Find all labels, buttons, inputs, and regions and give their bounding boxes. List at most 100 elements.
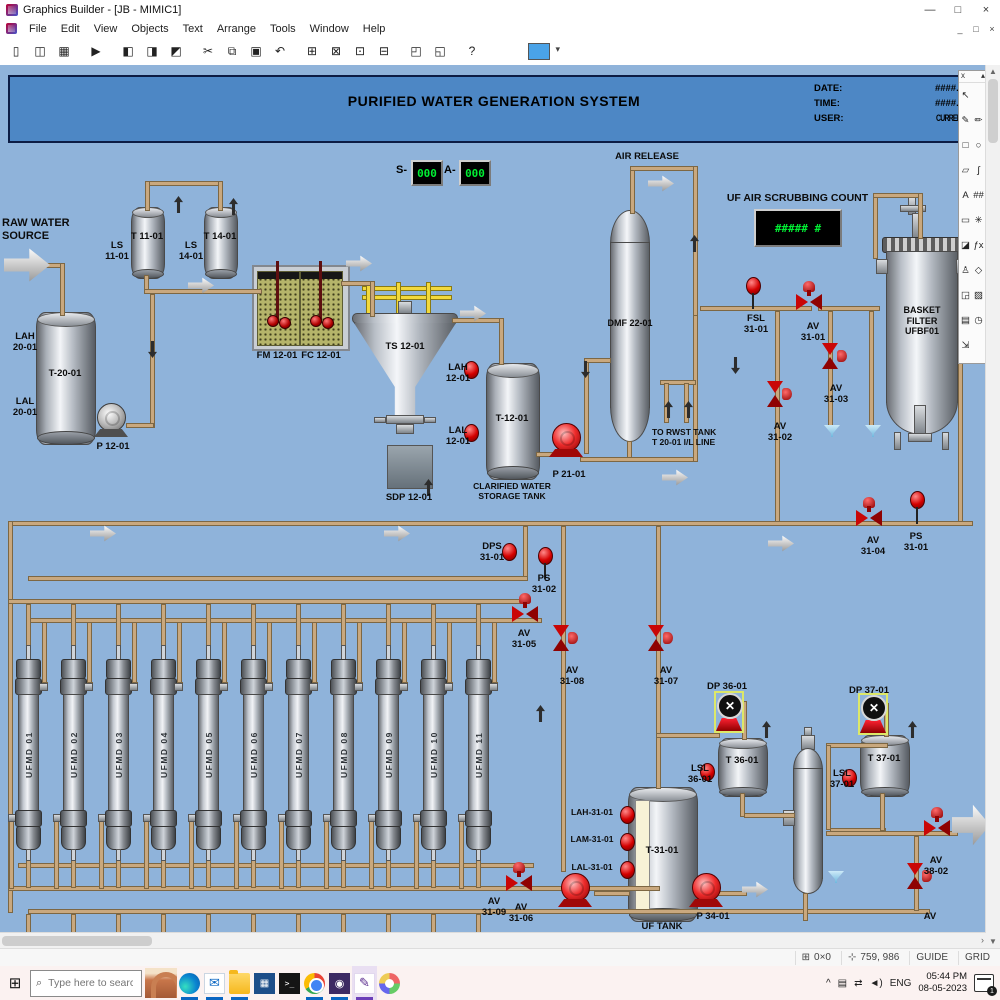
indicator-dps-31-01[interactable] [502,543,517,561]
indicator-ps-31-01[interactable] [910,491,925,524]
ungroup-icon[interactable]: ⊠ [330,44,342,58]
start-button[interactable]: ⊞ [8,975,22,992]
mdi-restore-button[interactable]: □ [973,23,979,34]
valve-av-38-02[interactable] [924,807,950,837]
new-icon[interactable]: ▯ [12,44,20,58]
horizontal-scrollbar[interactable]: › [0,932,986,949]
mdi-minimize-button[interactable]: _ [957,23,963,34]
run-icon[interactable]: ▶ [91,44,101,58]
valve-av-31-07[interactable] [643,625,673,651]
indicator-fsl-31-01[interactable] [746,277,761,309]
stamp-tool-icon[interactable]: ♙ [961,265,970,276]
rectangle-tool-icon[interactable]: □ [962,140,969,151]
tank-t-36-01[interactable] [718,738,768,797]
close-button[interactable]: × [982,4,990,16]
tank-t-14-01[interactable] [204,207,238,279]
tray-network-icon[interactable]: ⇄ [854,977,863,989]
taskbar-app-purple[interactable]: ◉ [327,966,352,1000]
tank-t-12-01[interactable] [486,363,540,480]
export-tool-icon[interactable]: ⇲ [961,340,970,351]
polygon-tool-icon[interactable]: ▱ [961,165,970,176]
indicator-lam-31-01[interactable] [620,833,635,851]
language-indicator[interactable]: ENG [889,977,912,989]
group-icon[interactable]: ⊞ [306,44,318,58]
taskbar-app-paint[interactable] [377,966,402,1000]
menu-tools[interactable]: Tools [269,22,296,35]
pump-p-12-01[interactable] [94,401,128,439]
palette-close-icon[interactable]: x [961,71,965,80]
send-back-icon[interactable]: ⊟ [378,44,390,58]
palette-pin-icon[interactable]: ▴ [980,71,985,80]
ellipse-tool-icon[interactable]: ○ [975,140,982,151]
taskbar-app-cmd[interactable]: >_ [277,966,302,1000]
dosing-pump-dp-37-01[interactable]: ✕ [860,695,887,733]
tank-t-20-01[interactable] [36,312,96,445]
grid-toggle[interactable]: GRID [958,950,996,965]
minimize-button[interactable]: — [924,4,936,16]
photo-thumbnail[interactable] [145,968,177,998]
button-tool-icon[interactable]: ◲ [961,290,970,301]
tray-volume-icon[interactable]: ◄) [869,977,883,989]
check-icon[interactable]: ◩ [170,44,182,58]
tank-t-11-01[interactable] [131,207,165,279]
build-icon[interactable]: ◧ [122,44,134,58]
menu-help[interactable]: Help [362,22,386,35]
pipe-tool-icon[interactable]: ∫ [977,165,980,176]
scroll-right-icon[interactable]: › [981,935,984,945]
menu-objects[interactable]: Objects [131,22,169,35]
pump-p-34-01[interactable] [689,871,723,909]
dosing-pump-dp-36-01[interactable]: ✕ [716,693,743,731]
align-icon[interactable]: ◰ [410,44,422,58]
horizontal-scroll-thumb[interactable] [2,936,152,946]
menu-edit[interactable]: Edit [60,22,80,35]
tray-tablet-icon[interactable]: ▤ [837,977,848,989]
mdi-close-button[interactable]: × [989,23,995,34]
pattern-tool-icon[interactable]: ✳ [974,215,983,226]
function-tool-icon[interactable]: ƒx [973,240,984,251]
indicator-lah-12-01[interactable] [464,361,479,379]
distribute-icon[interactable]: ◱ [434,44,446,58]
blank[interactable] [972,83,985,108]
open-icon[interactable]: ◫ [34,44,46,58]
valve-av-31-06[interactable] [506,862,532,892]
scroll-down-icon[interactable]: ▼ [989,937,997,946]
indicator-lal-12-01[interactable] [464,424,479,442]
menu-arrange[interactable]: Arrange [216,22,256,35]
undo-icon[interactable]: ↶ [274,44,286,58]
valve-av-31-01[interactable] [796,281,822,311]
clock-tool-icon[interactable]: ◷ [974,315,983,326]
taskbar-app-calculator[interactable]: ▦ [252,966,277,1000]
valve-av-31-08[interactable] [548,625,578,651]
guide-toggle[interactable]: GUIDE [909,950,954,965]
menu-text[interactable]: Text [182,22,203,35]
trend-tool-icon[interactable]: ◪ [961,240,970,251]
taskbar-app-edge[interactable] [177,966,202,1000]
menu-window[interactable]: Window [309,22,349,35]
valve-av-31-02[interactable] [762,381,792,407]
taskbar-clock[interactable]: 05:44 PM 08-05-2023 [918,971,967,995]
taskbar-app-explorer[interactable] [227,966,252,1000]
mimic-canvas[interactable]: PURIFIED WATER GENERATION SYSTEM DATE: #… [0,65,986,948]
scroll-up-icon[interactable]: ▲ [989,67,997,76]
taskbar-app-graphics-builder[interactable]: ✎ [352,966,377,1000]
valve-av-38-01[interactable] [902,863,932,889]
text-tool-icon[interactable]: A [962,190,969,201]
picture-tool-icon[interactable]: ▨ [974,290,983,301]
vertical-scroll-thumb[interactable] [988,79,998,143]
indicator-lsl-36-01[interactable] [700,763,715,781]
frame-tool-icon[interactable]: ▭ [961,215,970,226]
pump-uf-feed[interactable] [558,871,592,909]
indicator-lah-31-01[interactable] [620,806,635,824]
flocculation-tanks[interactable] [252,261,350,351]
pump-p-21-01[interactable] [549,421,583,459]
pencil-tool-icon[interactable]: ✏ [974,115,983,126]
help-icon[interactable]: ? [468,44,476,58]
bring-front-icon[interactable]: ⊡ [354,44,366,58]
taskbar-search[interactable]: ⌕ [30,969,142,997]
paste-icon[interactable]: ▣ [250,44,262,58]
menu-view[interactable]: View [93,22,118,35]
pen-tool-icon[interactable]: ✎ [961,115,970,126]
valve-av-31-05[interactable] [512,593,538,623]
script-icon[interactable]: ◨ [146,44,158,58]
pointer-tool-icon[interactable]: ↖ [961,90,970,101]
